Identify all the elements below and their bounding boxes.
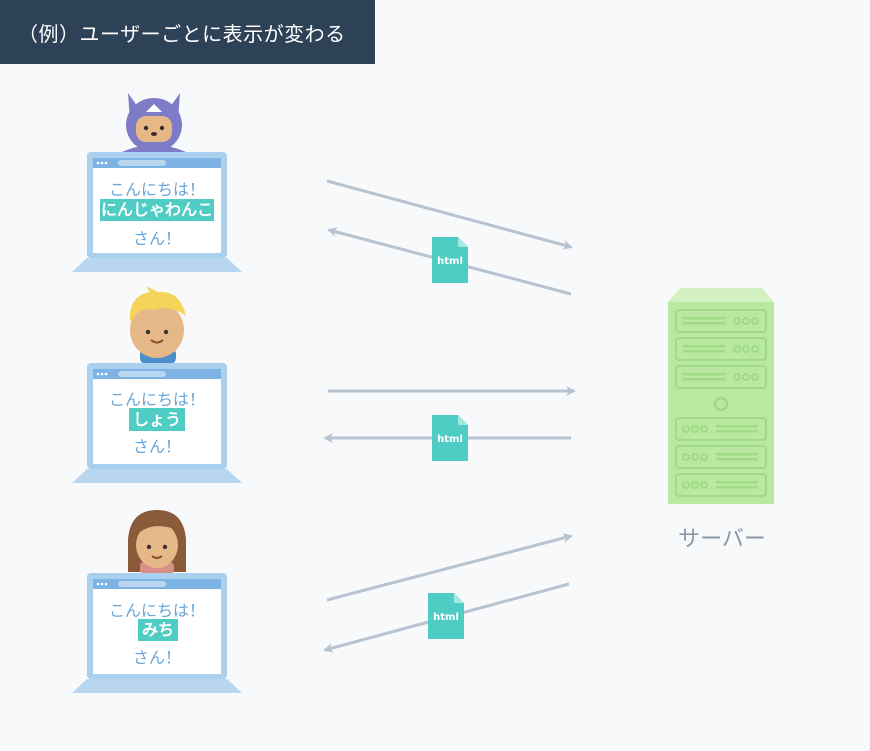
html-file-label-3: html xyxy=(433,612,459,623)
brown-hair-girl-icon xyxy=(128,510,186,574)
server-label: サーバー xyxy=(678,527,766,552)
honorific-text-2: さん！ xyxy=(132,437,181,456)
server-icon xyxy=(668,288,774,504)
html-file-icon-2: html xyxy=(432,415,468,461)
html-file-label-2: html xyxy=(437,434,463,445)
honorific-text-3: さん！ xyxy=(132,648,181,667)
request-arrow-3 xyxy=(326,533,573,602)
blond-boy-icon xyxy=(129,286,186,364)
username-highlight-3: みち xyxy=(138,619,178,641)
username-highlight-2: しょう xyxy=(129,408,185,431)
diagram-title: （例）ユーザーごとに表示が変わる xyxy=(0,0,375,64)
laptop-2 xyxy=(72,363,242,483)
greeting-text-3: こんにちは！ xyxy=(108,601,205,620)
request-arrow-1 xyxy=(326,179,573,250)
greeting-text-1: こんにちは！ xyxy=(108,180,205,199)
ninja-dog-icon xyxy=(122,93,186,152)
html-file-icon-1: html xyxy=(432,237,468,283)
greeting-text-2: こんにちは！ xyxy=(108,390,205,409)
html-file-icon-3: html xyxy=(428,593,464,639)
html-file-label-1: html xyxy=(437,256,463,267)
honorific-text-1: さん！ xyxy=(132,229,181,248)
username-highlight-1: にんじゃわんこ xyxy=(100,199,214,221)
